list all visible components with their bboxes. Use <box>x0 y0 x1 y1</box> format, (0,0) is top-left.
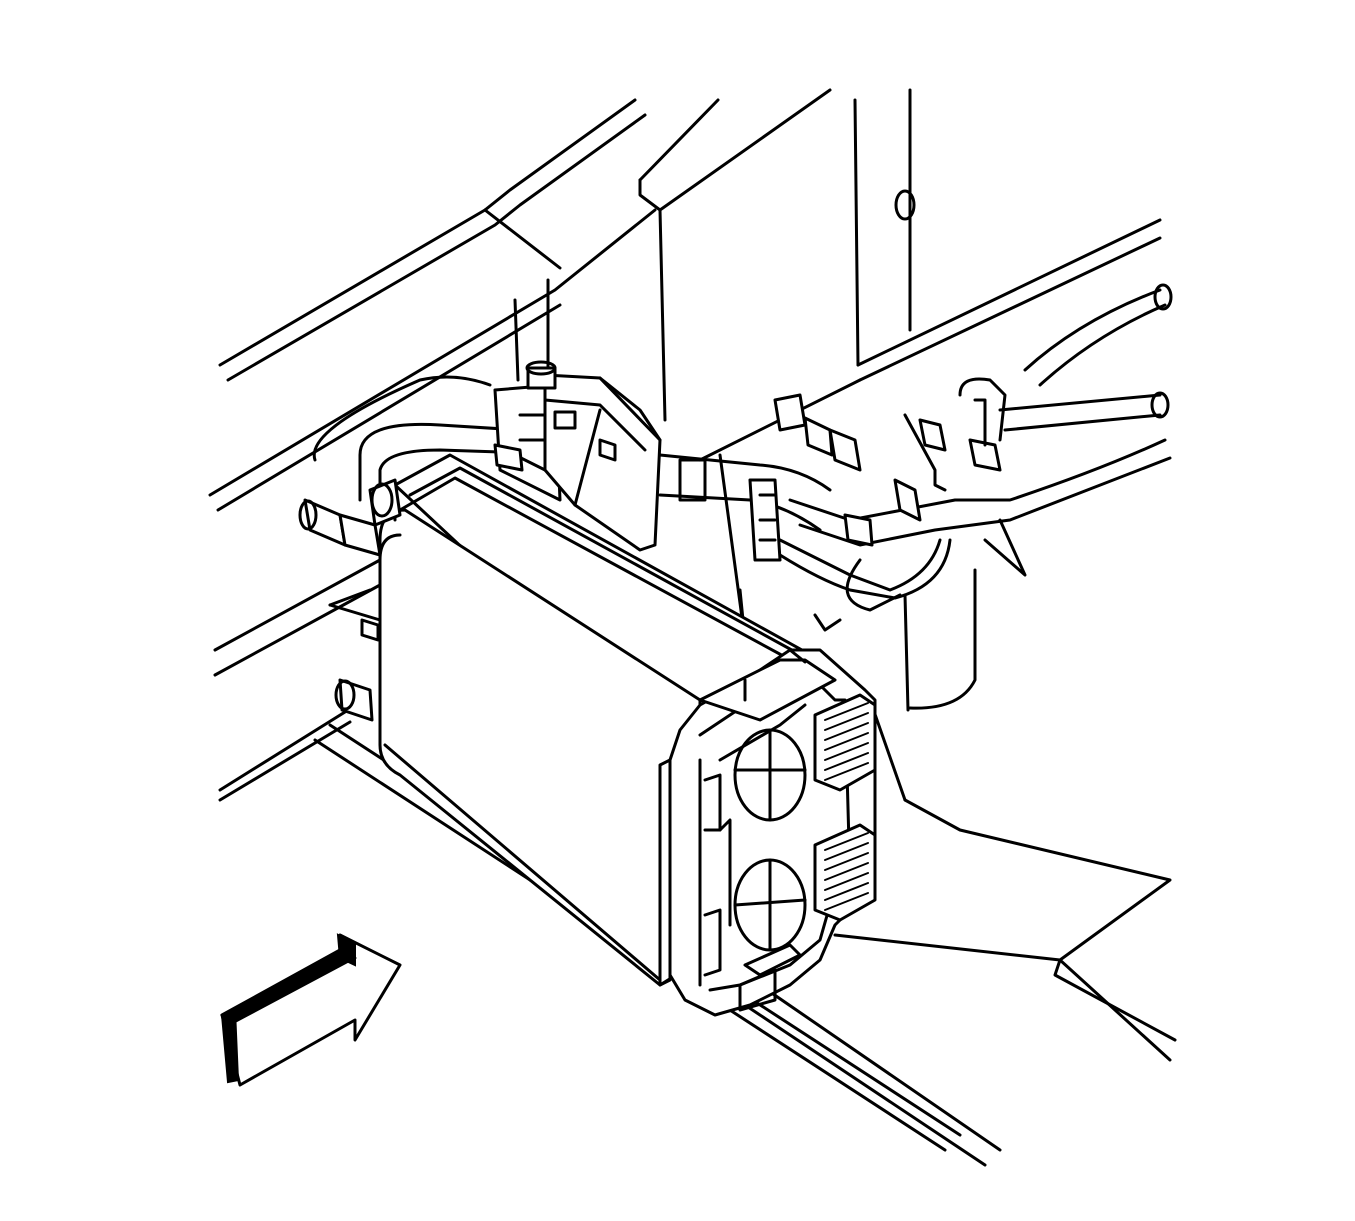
vent-hose-left <box>312 375 522 502</box>
body-panel-vertical <box>513 88 916 422</box>
arrow-icon <box>219 933 402 1087</box>
floor-crossmember-right <box>743 798 1177 1167</box>
frame-rail-upper <box>208 98 657 512</box>
vent-valve-solenoid <box>493 360 662 552</box>
hose-clamp <box>748 478 782 562</box>
quick-connect-fittings <box>773 393 1027 577</box>
fuel-hose-top-right <box>958 283 1173 472</box>
canister-ports <box>298 478 402 722</box>
evap-canister <box>378 453 877 1017</box>
